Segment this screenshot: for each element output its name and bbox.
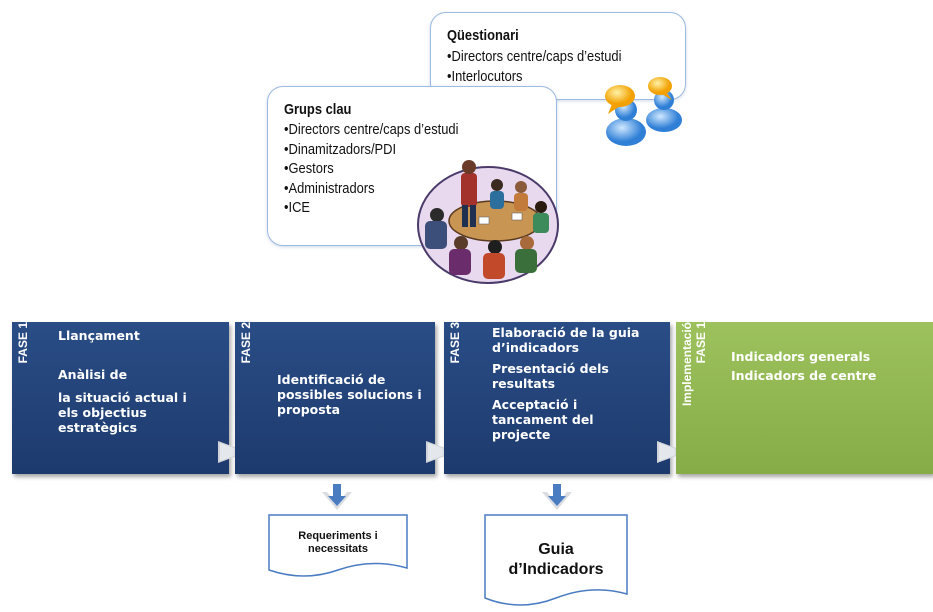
chat-people-icon xyxy=(605,77,682,146)
list-item: Directors centre/caps d’estudi xyxy=(447,47,652,67)
questionnaire-callout: Qüestionari Directors centre/caps d’estu… xyxy=(430,12,686,100)
implementation-box: Implementació FASE 1 Indicadors generals… xyxy=(676,322,933,474)
down-arrow-icon xyxy=(542,484,572,510)
implementation-text: Indicadors generals Indicadors de centre xyxy=(731,349,877,383)
meeting-people-illustration xyxy=(417,160,559,284)
phase-1-text: Llançament Anàlisi de la situació actual… xyxy=(58,328,187,435)
guide-document-shape xyxy=(484,514,628,606)
phase-3-box: FASE 3 Elaboració de la guia d’indicador… xyxy=(444,322,670,474)
key-groups-list: Directors centre/caps d’estudi Dinamitza… xyxy=(284,120,556,218)
list-item: Interlocutors xyxy=(447,67,652,87)
phase-3-tab: FASE 3 xyxy=(448,322,462,364)
guide-label: Guia d’Indicadors xyxy=(508,541,604,578)
list-item: Gestors xyxy=(284,159,518,179)
phase-1-box: FASE 1 Llançament Anàlisi de la situació… xyxy=(12,322,229,474)
list-item: Dinamitzadors/PDI xyxy=(284,140,518,160)
questionnaire-title: Qüestionari xyxy=(447,27,519,44)
list-item: Directors centre/caps d’estudi xyxy=(284,120,518,140)
list-item: Administradors xyxy=(284,179,518,199)
down-arrow-icon xyxy=(322,484,352,510)
requirements-label: Requeriments i necessitats xyxy=(298,530,378,555)
phase-3-text: Elaboració de la guia d’indicadors Prese… xyxy=(492,325,640,442)
implementation-tab: Implementació FASE 1 xyxy=(680,322,708,407)
key-groups-title: Grups clau xyxy=(284,101,352,118)
phase-2-tab: FASE 2 xyxy=(239,322,253,364)
phase-1-tab: FASE 1 xyxy=(16,322,30,364)
phase-2-box: FASE 2 Identificació de possibles soluci… xyxy=(235,322,435,474)
requirements-document-shape xyxy=(268,514,408,577)
questionnaire-list: Directors centre/caps d’estudi Interlocu… xyxy=(447,47,685,86)
list-item: ICE xyxy=(284,198,518,218)
phase-2-text: Identificació de possibles solucions i p… xyxy=(277,372,422,417)
